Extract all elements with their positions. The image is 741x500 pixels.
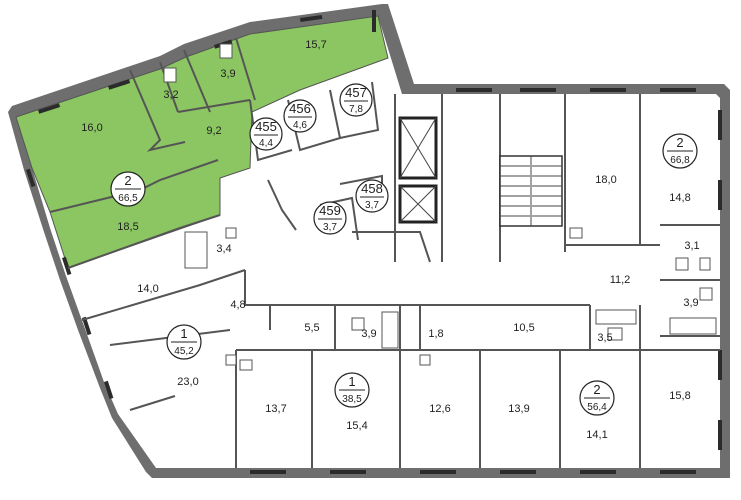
room-area: 3,1 [684, 240, 699, 252]
elevator-core [398, 116, 563, 227]
room-area: 18,0 [595, 174, 616, 186]
storage-number: 457 [345, 85, 367, 100]
storage-badge[interactable]: 456 4,6 [283, 99, 317, 133]
room-area: 3,4 [216, 243, 231, 255]
apartment-badge[interactable]: 2 66,8 [662, 133, 698, 169]
room-area: 12,6 [429, 403, 450, 415]
storage-area: 4,6 [293, 120, 307, 131]
badge-rooms: 1 [180, 326, 187, 341]
room-area: 3,9 [361, 328, 376, 340]
room-area: 9,2 [206, 125, 221, 137]
storage-number: 458 [361, 181, 383, 196]
room-labels: 15,7 3,9 3,2 16,0 9,2 18,5 3,4 14,0 4,8 … [81, 39, 699, 441]
room-area: 10,5 [513, 322, 534, 334]
badge-area: 66,8 [670, 155, 690, 166]
storage-badge[interactable]: 457 7,8 [339, 83, 373, 117]
badge-rooms: 1 [348, 374, 355, 389]
room-area: 14,0 [137, 283, 158, 295]
badge-rooms: 2 [124, 173, 131, 188]
room-area: 16,0 [81, 122, 102, 134]
fixtures [163, 43, 717, 371]
room-area: 15,7 [305, 39, 326, 51]
room-area: 5,5 [304, 322, 319, 334]
room-area: 3,5 [597, 332, 612, 344]
room-area: 14,1 [586, 429, 607, 441]
apartment-badge[interactable]: 2 66,5 [110, 171, 146, 207]
room-area: 18,5 [117, 221, 138, 233]
room-area: 3,2 [163, 89, 178, 101]
badge-area: 45,2 [174, 346, 194, 357]
badge-rooms: 2 [676, 135, 683, 150]
room-area: 15,4 [346, 420, 367, 432]
storage-area: 7,8 [349, 104, 363, 115]
storage-number: 456 [289, 101, 311, 116]
storage-badge[interactable]: 459 3,7 [313, 201, 347, 235]
room-area: 13,7 [265, 403, 286, 415]
windows [26, 10, 722, 474]
room-area: 15,8 [669, 390, 690, 402]
apartment-badge[interactable]: 1 45,2 [166, 324, 202, 360]
room-area: 13,9 [508, 403, 529, 415]
room-area: 3,9 [220, 68, 235, 80]
apartment-badge[interactable]: 1 38,5 [334, 372, 370, 408]
badge-area: 56,4 [587, 402, 607, 413]
apartment-badge[interactable]: 2 56,4 [579, 380, 615, 416]
exterior-walls [8, 4, 730, 478]
room-area: 3,9 [683, 297, 698, 309]
storage-badge[interactable]: 455 4,4 [249, 117, 283, 151]
storage-number: 459 [319, 203, 341, 218]
storage-area: 4,4 [259, 138, 273, 149]
room-area: 11,2 [610, 274, 631, 286]
storage-area: 3,7 [323, 222, 337, 233]
storage-number: 455 [255, 119, 277, 134]
room-area: 14,8 [669, 192, 690, 204]
room-area: 4,8 [230, 299, 245, 311]
storage-area: 3,7 [365, 200, 379, 211]
room-area: 23,0 [177, 376, 198, 388]
room-area: 1,8 [428, 328, 443, 340]
badge-area: 38,5 [342, 394, 362, 405]
badge-area: 66,5 [118, 193, 138, 204]
badge-rooms: 2 [593, 382, 600, 397]
storage-badge[interactable]: 458 3,7 [355, 179, 389, 213]
